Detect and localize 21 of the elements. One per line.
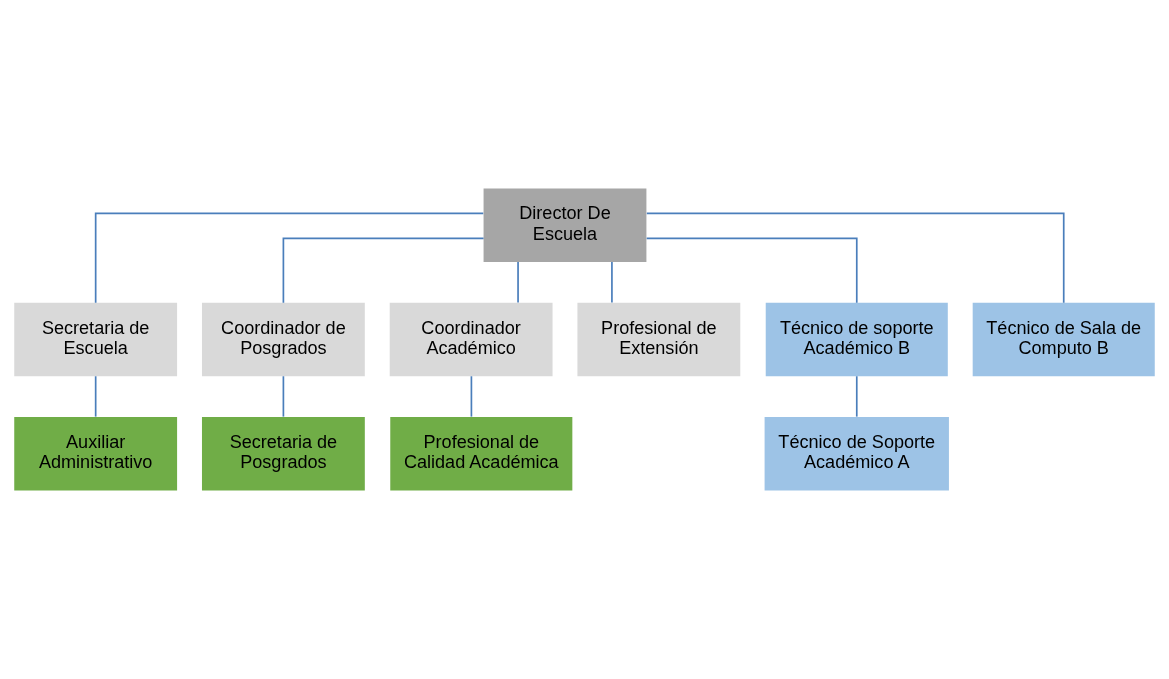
node-box: Coordinador de Posgrados: [201, 302, 365, 377]
node-box: Técnico de Sala de Computo B: [972, 302, 1155, 377]
node-box: Técnico de soporte Académico B: [765, 302, 948, 377]
connector: [645, 237, 858, 304]
node-box: Secretaria de Posgrados: [201, 416, 365, 491]
connector: [94, 375, 97, 418]
connector: [855, 375, 858, 418]
node-box: Profesional de Calidad Académica: [390, 416, 573, 491]
connector: [611, 261, 613, 304]
connector: [282, 237, 485, 304]
node-box: Profesional de Extensión: [577, 302, 741, 377]
node-box: Auxiliar Administrativo: [14, 416, 178, 491]
connector: [517, 261, 519, 304]
connector: [645, 212, 1065, 304]
connector: [470, 375, 473, 418]
node-box: Secretaria de Escuela: [14, 302, 178, 377]
connector: [282, 375, 285, 418]
node-box: Coordinador Académico: [389, 302, 553, 377]
node-box: Técnico de Soporte Académico A: [764, 416, 949, 491]
node-box: Director De Escuela: [483, 188, 647, 263]
connector: [94, 212, 485, 304]
